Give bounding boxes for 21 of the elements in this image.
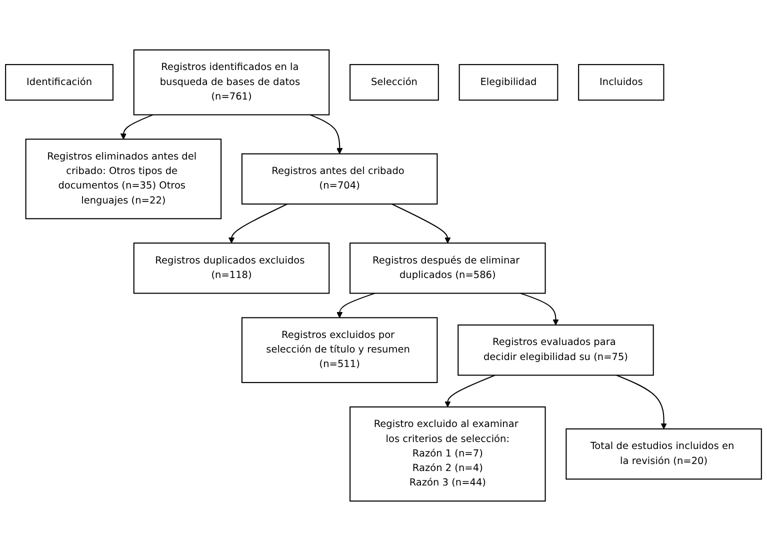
arrow	[392, 204, 451, 244]
node-box: Incluidos	[578, 64, 664, 101]
node-box: Elegibilidad	[458, 64, 558, 101]
node-box: Identificación	[5, 64, 114, 101]
node-box: Registros duplicados excluidos (n=118)	[133, 242, 330, 294]
node-box: Registros antes del cribado (n=704)	[241, 153, 438, 205]
arrow	[616, 374, 667, 430]
node-box: Registros después de eliminar duplicados (n=586)	[350, 242, 546, 294]
node-box: Registros evaluados para decidir elegibilidad su (n=75)	[458, 324, 654, 376]
arrow	[310, 114, 343, 154]
arrow	[228, 204, 288, 244]
node-box: Registros identificados en la busqueda de bases de datos (n=761)	[133, 49, 330, 116]
arrow	[520, 292, 559, 326]
node-box: Registros eliminados antes del cribado: Otros tipos de documentos (n=35) Otros lenguajes (n=22)	[25, 138, 222, 220]
node-box: Total de estudios incluidos en la revisión (n=20)	[566, 428, 762, 480]
node-box: Registros excluidos por selección de título y resumen (n=511)	[241, 317, 438, 384]
arrow	[120, 114, 154, 140]
node-box: Registro excluido al examinar los criterios de selección: Razón 1 (n=7) Razón 2 (n=4) Razón 3 (n=44)	[350, 406, 546, 502]
arrow	[336, 292, 376, 318]
node-box: Selección	[350, 64, 439, 101]
arrow	[444, 374, 496, 408]
